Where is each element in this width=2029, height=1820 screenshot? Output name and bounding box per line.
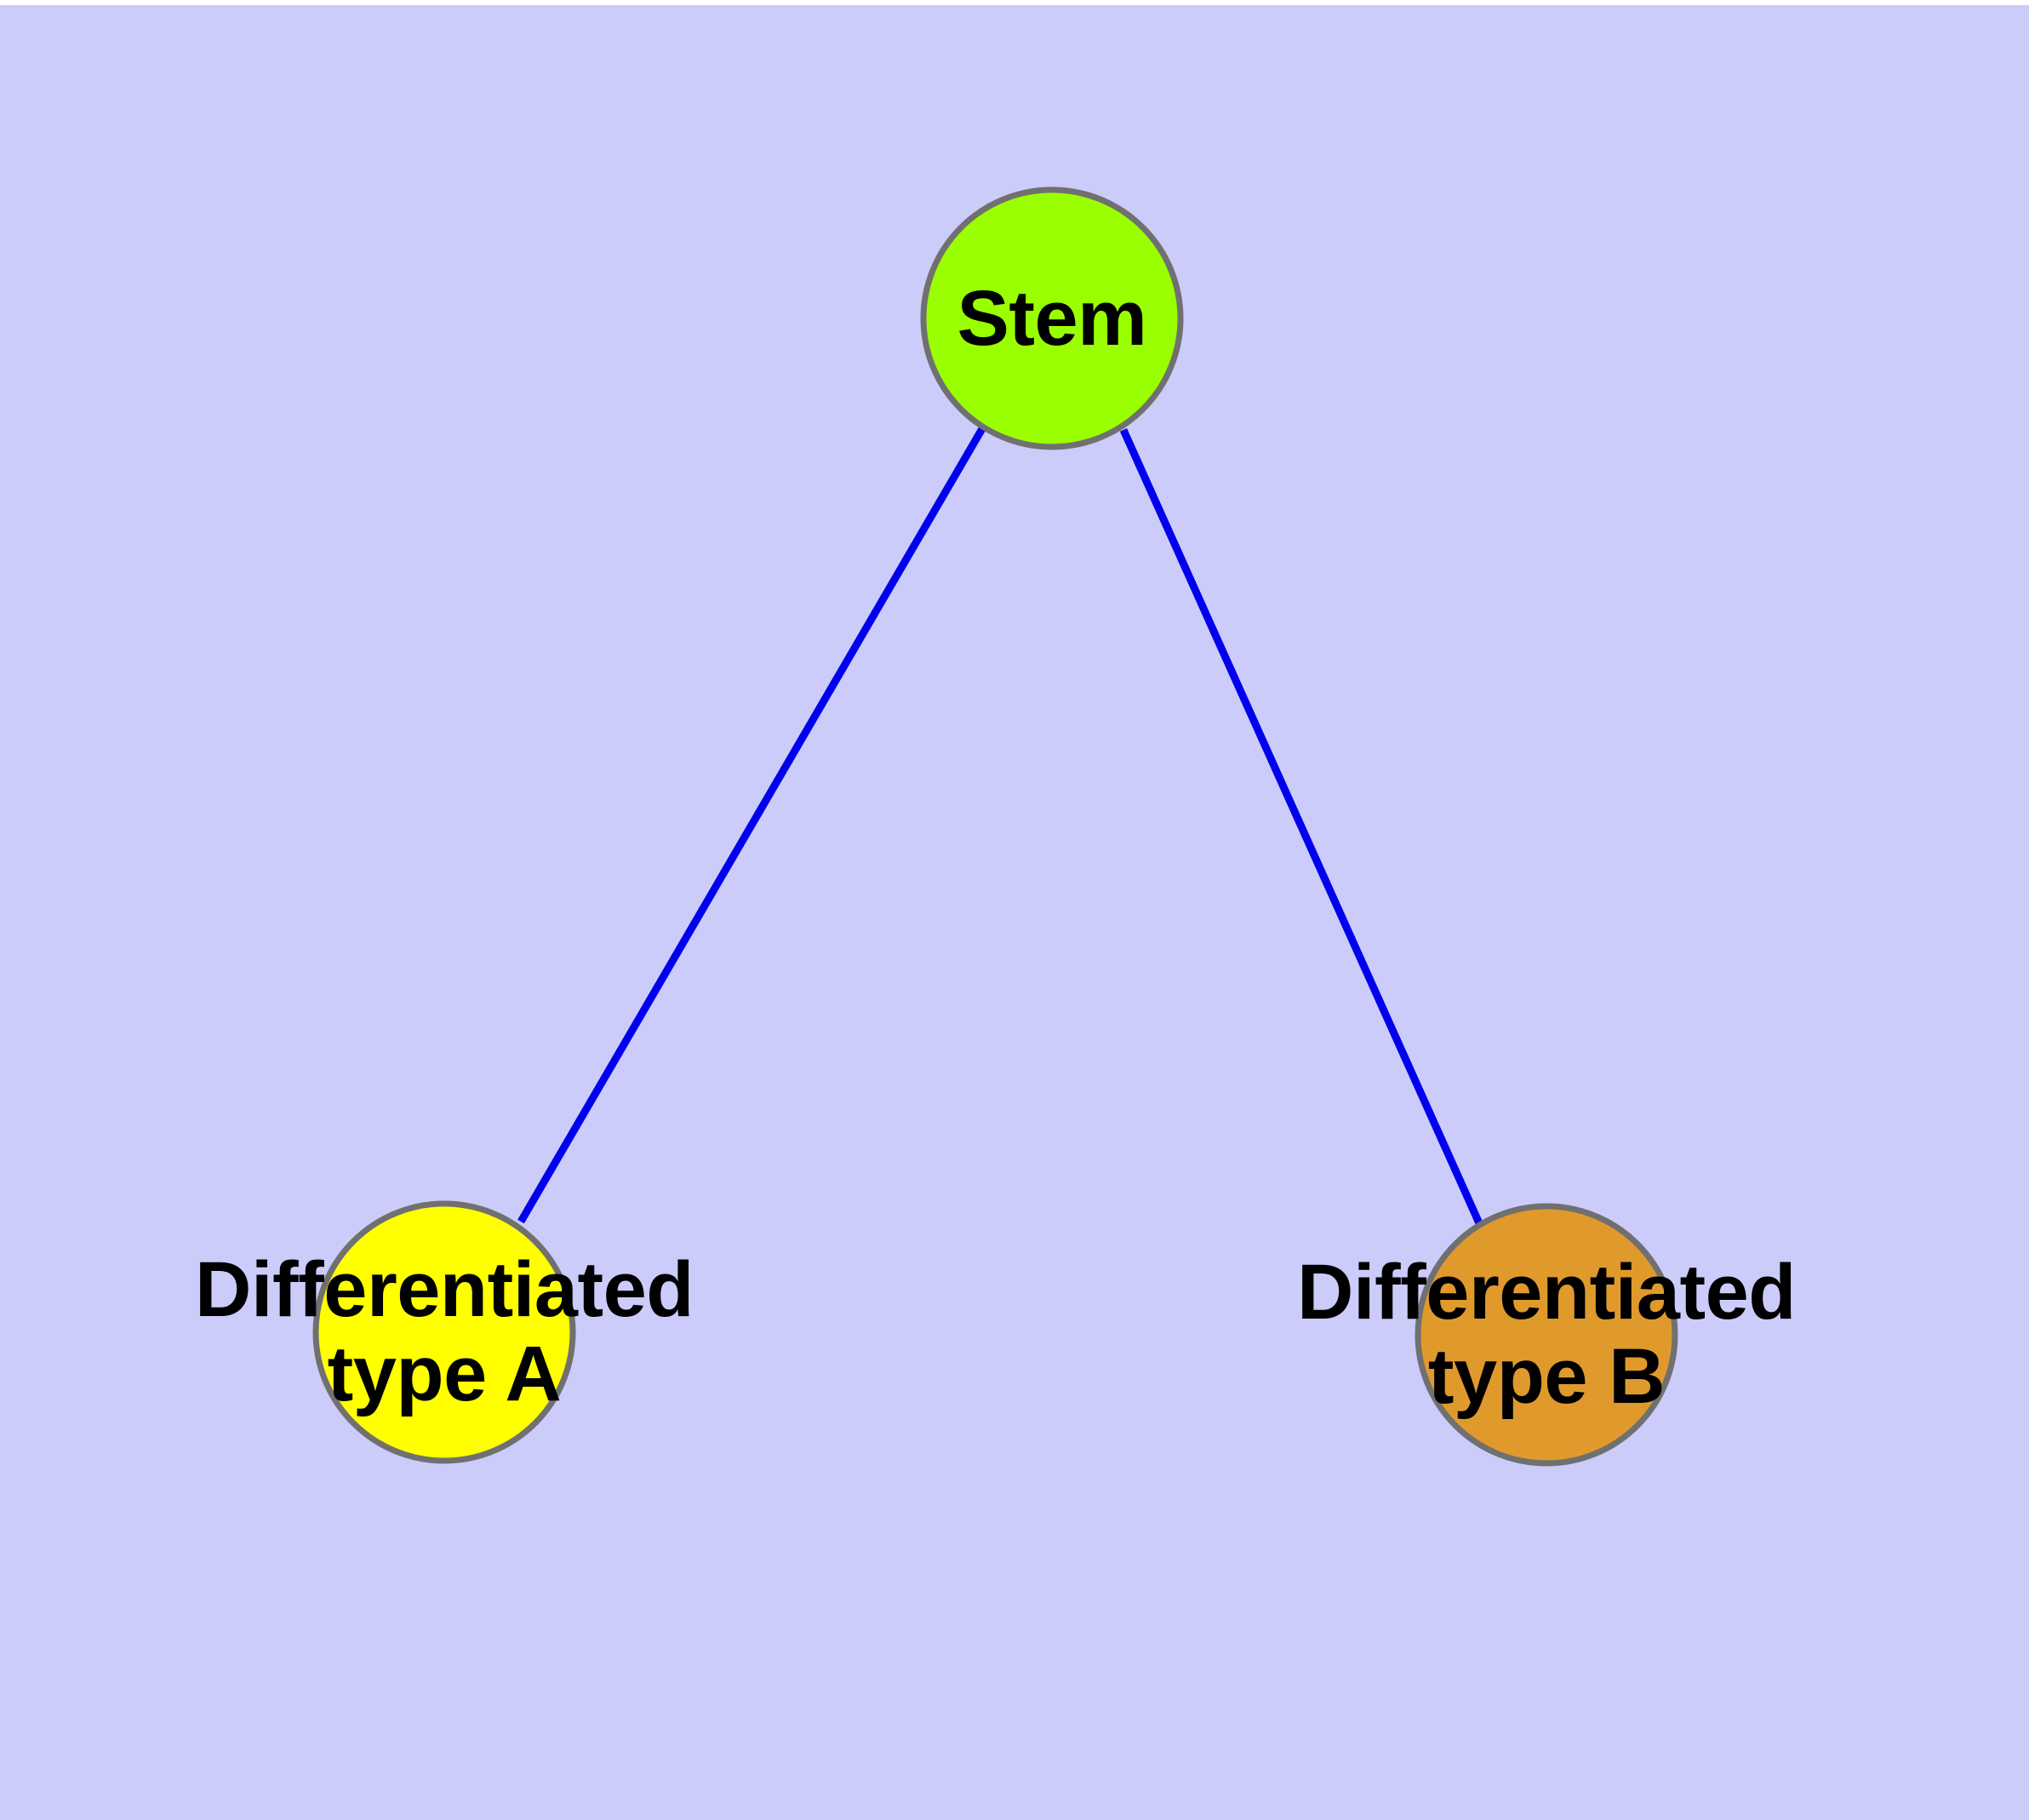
node-differentiated-type-a[interactable] [312, 1200, 576, 1464]
node-stem[interactable] [920, 186, 1184, 450]
edge-stem-to-differentiated-type-a[interactable] [517, 425, 986, 1224]
edge-stem-to-differentiated-type-b[interactable] [1119, 428, 1483, 1225]
node-differentiated-type-b[interactable] [1415, 1203, 1678, 1467]
node-layer [312, 186, 1678, 1467]
edge-layer [517, 425, 1483, 1225]
